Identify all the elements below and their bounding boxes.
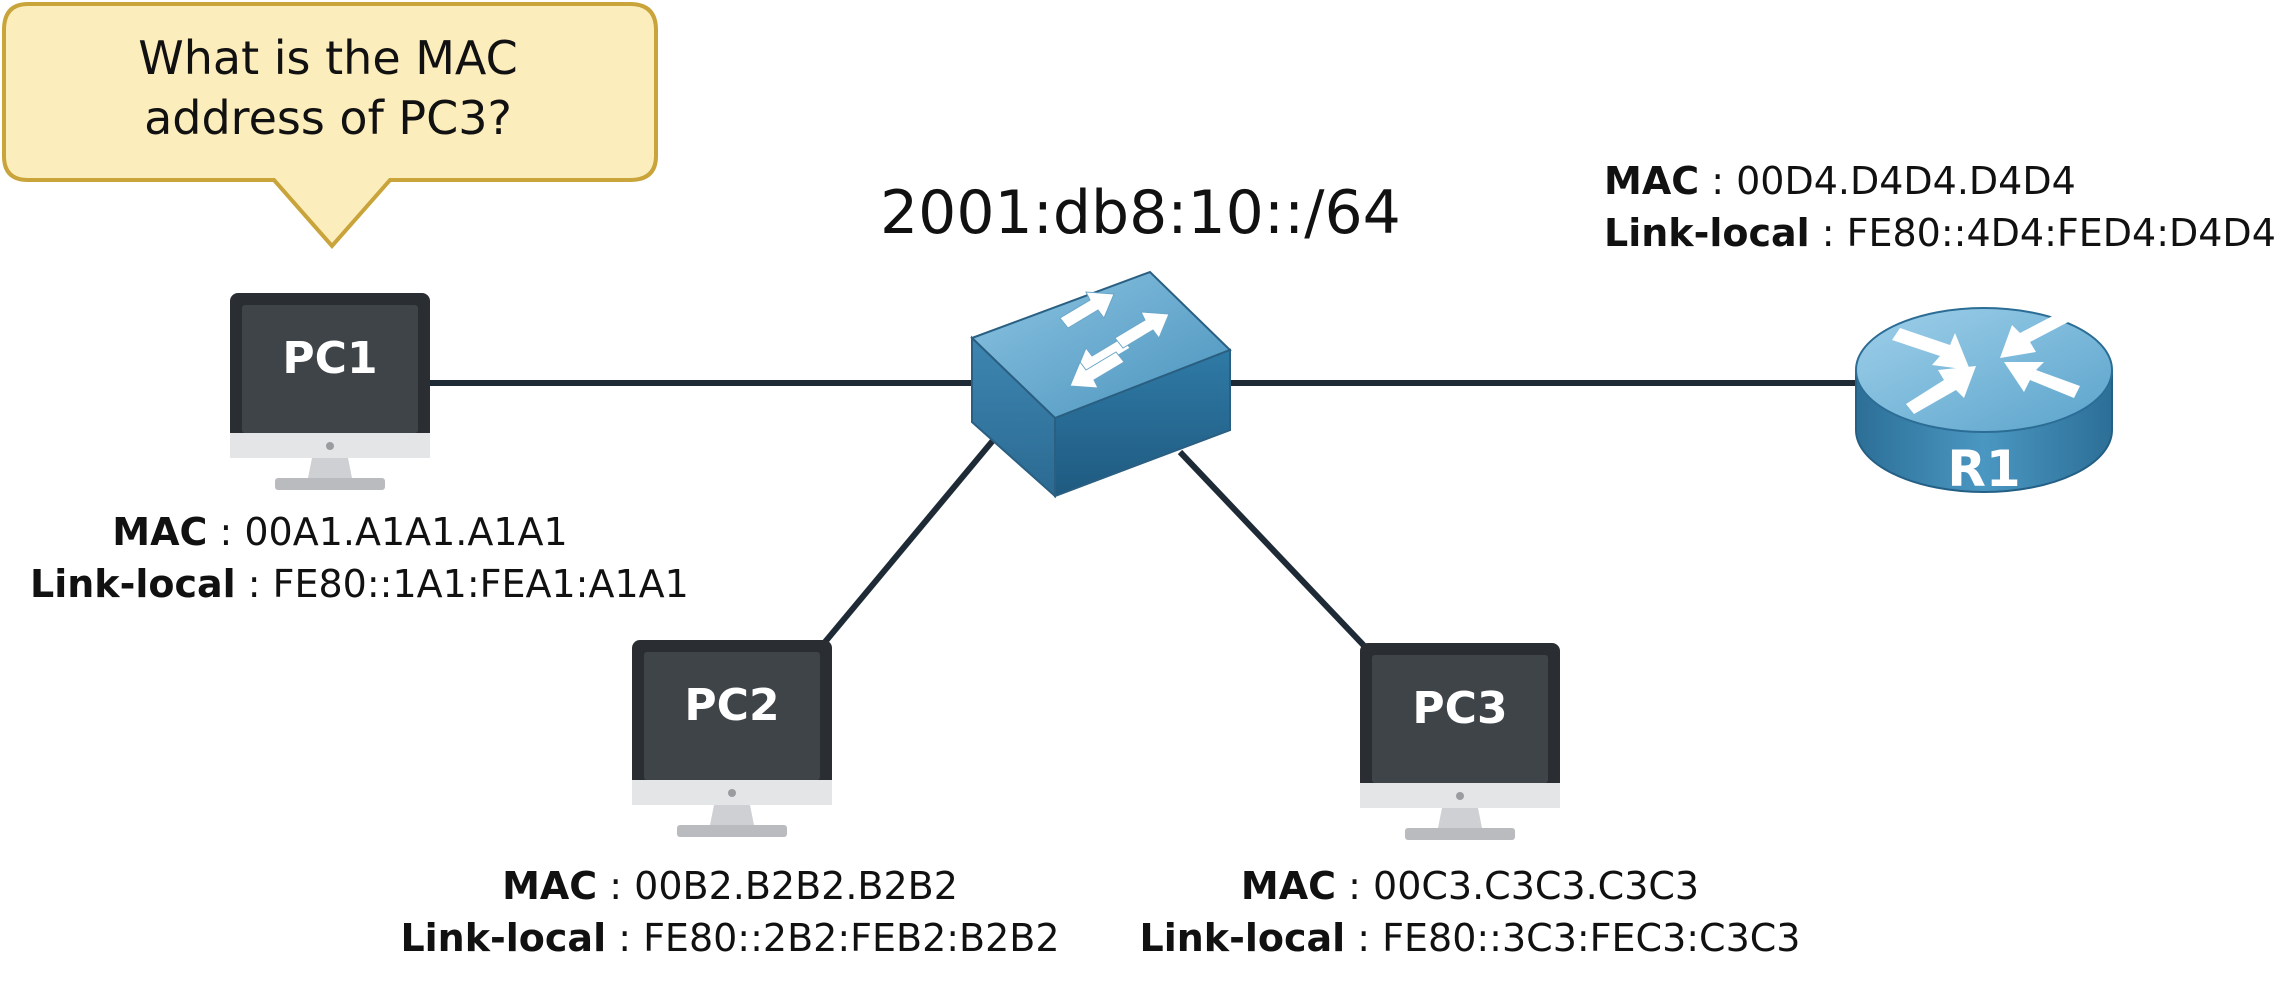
callout-text: What is the MAC address of PC3? bbox=[8, 28, 648, 148]
pc3-mac-label: MAC bbox=[1240, 864, 1337, 908]
pc3-ll-value: FE80::3C3:FEC3:C3C3 bbox=[1382, 916, 1801, 960]
pc1-ll-value: FE80::1A1:FEA1:A1A1 bbox=[272, 562, 689, 606]
callout-line-2: address of PC3? bbox=[144, 91, 512, 145]
pc3-ll-label: Link-local bbox=[1139, 916, 1346, 960]
pc2-mac-row: MAC : 00B2.B2B2.B2B2 bbox=[502, 864, 958, 908]
callout-line-1: What is the MAC bbox=[138, 31, 518, 85]
pc3-mac-row: MAC : 00C3.C3C3.C3C3 bbox=[1240, 864, 1700, 908]
pc3-mac-value: 00C3.C3C3.C3C3 bbox=[1373, 864, 1700, 908]
pc2-mac-value: 00B2.B2B2.B2B2 bbox=[634, 864, 958, 908]
r1-mac-row: MAC : 00D4.D4D4.D4D4 bbox=[1604, 159, 2076, 203]
pc3-monitor-icon[interactable]: PC3 bbox=[1360, 643, 1560, 840]
link-switch-pc3 bbox=[1177, 449, 1373, 655]
r1-mac-label: MAC bbox=[1604, 159, 1700, 203]
router-icon[interactable]: R1 bbox=[1855, 307, 2113, 498]
r1-ll-value: FE80::4D4:FED4:D4D4 bbox=[1846, 211, 2276, 255]
pc1-info: MAC : 00A1.A1A1.A1A1 Link-local : FE80::… bbox=[30, 506, 689, 610]
switch-icon[interactable] bbox=[970, 270, 1232, 499]
pc2-ll-value: FE80::2B2:FEB2:B2B2 bbox=[643, 916, 1060, 960]
pc1-mac-row: MAC : 00A1.A1A1.A1A1 bbox=[112, 510, 568, 554]
link-switch-pc2 bbox=[817, 430, 1003, 650]
subnet-label: 2001:db8:10::/64 bbox=[880, 178, 1401, 248]
pc1-ll-row: Link-local : FE80::1A1:FEA1:A1A1 bbox=[30, 562, 689, 606]
pc1-mac-label: MAC bbox=[112, 510, 208, 554]
r1-info: MAC : 00D4.D4D4.D4D4 Link-local : FE80::… bbox=[1604, 155, 2276, 259]
pc2-name: PC2 bbox=[684, 680, 779, 731]
r1-mac-value: 00D4.D4D4.D4D4 bbox=[1736, 159, 2076, 203]
pc1-ll-label: Link-local bbox=[30, 562, 236, 606]
pc3-name: PC3 bbox=[1412, 683, 1507, 734]
pc1-monitor-icon[interactable]: PC1 bbox=[230, 293, 430, 490]
r1-name: R1 bbox=[1947, 440, 2020, 498]
pc2-mac-label: MAC bbox=[502, 864, 598, 908]
r1-ll-label: Link-local bbox=[1604, 211, 1810, 255]
pc3-ll-row: Link-local : FE80::3C3:FEC3:C3C3 bbox=[1139, 916, 1801, 960]
pc2-ll-row: Link-local : FE80::2B2:FEB2:B2B2 bbox=[400, 916, 1060, 960]
pc1-name: PC1 bbox=[282, 333, 377, 384]
callout-bubble bbox=[2, 2, 658, 250]
pc2-info: MAC : 00B2.B2B2.B2B2 Link-local : FE80::… bbox=[400, 860, 1060, 964]
r1-ll-row: Link-local : FE80::4D4:FED4:D4D4 bbox=[1604, 211, 2276, 255]
pc1-mac-value: 00A1.A1A1.A1A1 bbox=[244, 510, 568, 554]
pc3-info: MAC : 00C3.C3C3.C3C3 Link-local : FE80::… bbox=[1125, 860, 1815, 964]
pc2-ll-label: Link-local bbox=[400, 916, 607, 960]
pc2-monitor-icon[interactable]: PC2 bbox=[632, 640, 832, 837]
